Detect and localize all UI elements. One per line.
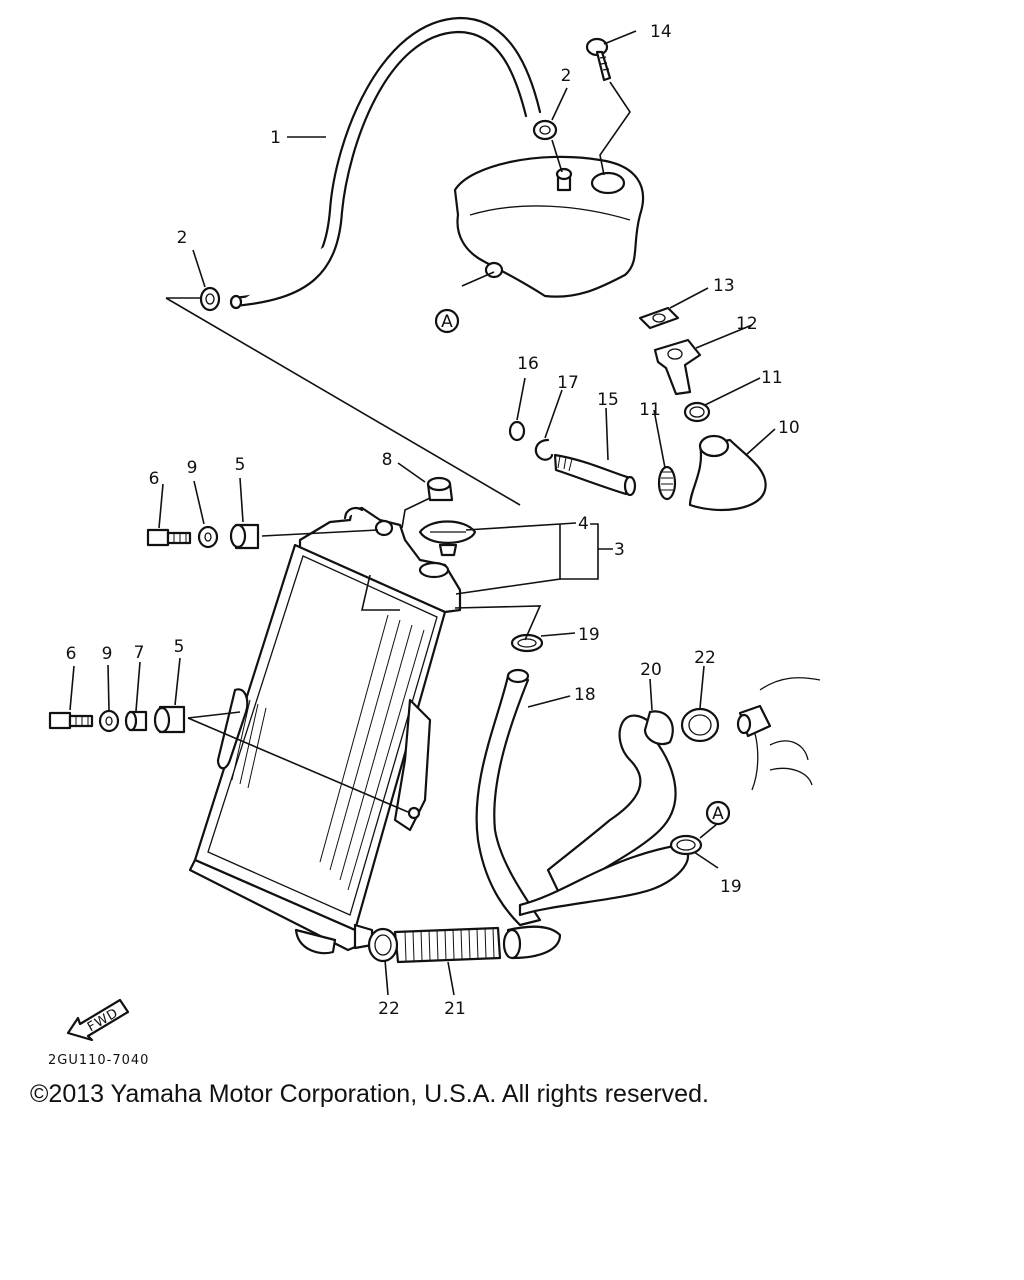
callout-22-lower: 22 [378,999,400,1019]
pipe-hose-20 [518,710,690,917]
callout-22-right: 22 [694,648,716,668]
callout-16: 16 [517,354,539,374]
engine-water-pump-fitting [736,677,821,791]
overflow-hose [229,16,542,310]
callout-8: 8 [382,450,393,470]
diagram-code: 2GU110-7040 [48,1053,149,1068]
corrugated-hose-21 [393,925,562,964]
gasket-13 [638,306,680,330]
ref-marker-lower-label: A [712,804,724,824]
hose-clamp-11-upper [683,401,711,423]
elbow-hose-10 [688,434,767,512]
callout-18: 18 [574,685,596,705]
callout-labels: 1 2 2 3 4 5 5 6 6 7 8 9 9 10 11 11 12 13… [66,22,800,1019]
radiator-cap-4 [418,520,477,557]
hose-clip-left [199,286,221,312]
ref-marker-lower: A [705,800,731,826]
callout-11-upper: 11 [761,368,783,388]
hose-15 [553,453,637,497]
callout-10: 10 [778,418,800,438]
copyright-notice: ©2013 Yamaha Motor Corporation, U.S.A. A… [30,1080,709,1108]
hose-clamp-22-right [680,707,720,743]
grommet-5-upper [229,523,260,550]
callout-19-upper: 19 [578,625,600,645]
collar-7 [124,710,148,732]
ref-marker-upper: A [434,308,460,334]
callout-13: 13 [713,276,735,296]
ref-marker-upper-label: A [441,312,453,332]
washer-9-lower [98,709,120,733]
forward-arrow-icon: FWD [66,998,130,1042]
radiator-assembly [188,506,462,955]
hose-clip-top [532,119,558,141]
callout-14: 14 [650,22,672,42]
callout-3: 3 [614,540,625,560]
callout-17: 17 [557,373,579,393]
callout-7: 7 [134,643,145,663]
hose-clamp-22-lower [367,927,399,963]
callout-9-lower: 9 [102,644,113,664]
bolt-14 [585,37,612,82]
bolt-6-lower [48,711,94,730]
callout-2-left: 2 [177,228,188,248]
grommet-5-lower [153,705,186,734]
hose-clamp-11-lower [657,465,677,501]
callout-2-top: 2 [561,66,572,86]
o-ring-16 [508,420,526,442]
washer-9-upper [197,525,219,549]
callout-20: 20 [640,660,662,680]
callout-9-upper: 9 [187,458,198,478]
outlet-fitting-12 [653,338,702,396]
callout-11-lower: 11 [639,400,661,420]
bolt-8 [426,476,454,502]
callout-5-upper: 5 [235,455,246,475]
callout-6-upper: 6 [149,469,160,489]
callout-15: 15 [597,390,619,410]
callout-1: 1 [270,128,281,148]
callout-5-lower: 5 [174,637,185,657]
circlip-17 [534,438,554,461]
callout-12: 12 [736,314,758,334]
bolt-6-upper [146,528,192,547]
reservoir-tank [453,155,645,298]
callout-4: 4 [578,514,589,534]
callout-19-lower: 19 [720,877,742,897]
callout-21: 21 [444,999,466,1019]
leader-lines [69,30,776,996]
hose-18 [475,668,542,927]
hose-clamp-19-lower [669,834,703,856]
callout-6-lower: 6 [66,644,77,664]
